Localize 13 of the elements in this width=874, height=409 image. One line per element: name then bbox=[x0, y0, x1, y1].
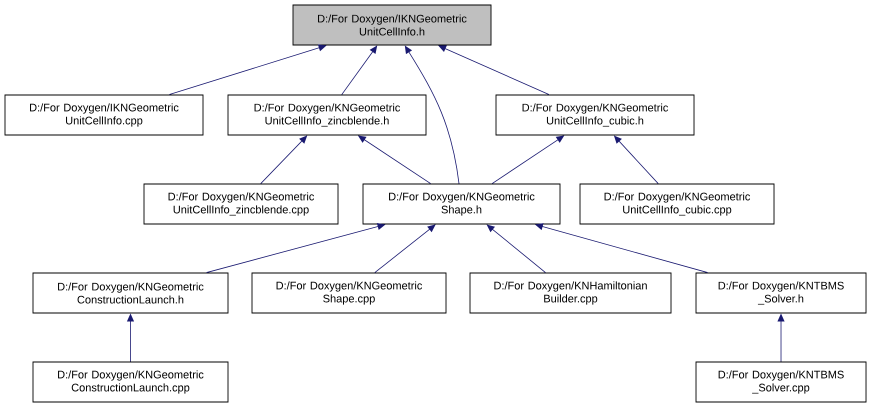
file-box: D:/For Doxygen/IKNGeometric UnitCellInfo.h bbox=[292, 4, 492, 46]
file-box: D:/For Doxygen/KNGeometric ConstructionLaunch.h bbox=[32, 272, 228, 314]
file-box: D:/For Doxygen/KNTBMS _Solver.h bbox=[696, 272, 866, 314]
file-box: D:/For Doxygen/KNGeometric UnitCellInfo_cubic.h bbox=[496, 94, 694, 136]
file-box: D:/For Doxygen/KNHamiltonian Builder.cpp bbox=[470, 272, 672, 314]
file-box: D:/For Doxygen/IKNGeometric UnitCellInfo.cpp bbox=[4, 94, 204, 136]
file-box: D:/For Doxygen/KNGeometric UnitCellInfo_zincblende.cpp bbox=[144, 184, 338, 224]
file-box: D:/For Doxygen/KNGeometric ConstructionLaunch.cpp bbox=[32, 362, 228, 402]
file-box: D:/For Doxygen/KNGeometric UnitCellInfo_zincblende.h bbox=[228, 94, 426, 136]
file-box: D:/For Doxygen/KNTBMS _Solver.cpp bbox=[696, 362, 866, 402]
file-box: D:/For Doxygen/KNGeometric UnitCellInfo_cubic.cpp bbox=[580, 184, 774, 224]
file-box: D:/For Doxygen/KNGeometric Shape.cpp bbox=[252, 272, 446, 314]
file-box: D:/For Doxygen/KNGeometric Shape.h bbox=[362, 184, 560, 224]
